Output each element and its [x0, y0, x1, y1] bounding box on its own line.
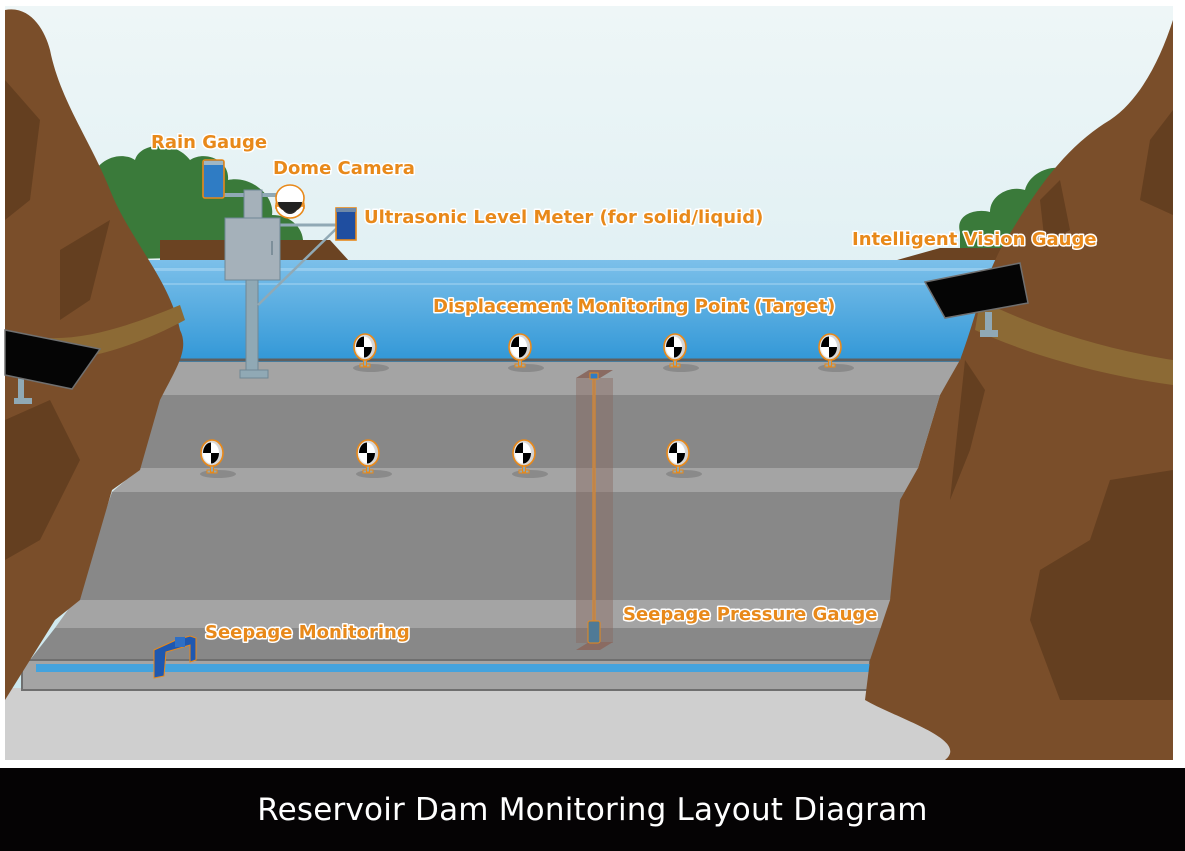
label-seepage-pressure-gauge: Seepage Pressure Gauge [623, 604, 877, 625]
diagram-title: Reservoir Dam Monitoring Layout Diagram [257, 791, 928, 828]
water-ripple [5, 283, 1173, 285]
water-ripple [5, 268, 1173, 271]
caption-bar: Reservoir Dam Monitoring Layout Diagram [0, 768, 1185, 851]
seepage-monitoring-device[interactable] [153, 635, 197, 679]
label-ultrasonic-level-meter: Ultrasonic Level Meter (for solid/liquid… [364, 207, 763, 228]
label-dome-camera: Dome Camera [273, 158, 415, 179]
monitoring-station [222, 189, 341, 379]
seepage-pressure-gauge-device[interactable] [576, 370, 613, 650]
label-displacement-monitoring-point: Displacement Monitoring Point (Target) [433, 296, 835, 317]
label-rain-gauge: Rain Gauge [151, 132, 267, 153]
vision-gauge-right[interactable] [923, 262, 1029, 337]
control-box [224, 217, 281, 281]
rain-gauge-device[interactable] [202, 159, 225, 199]
station-pole [245, 279, 259, 373]
seepage-channel [36, 664, 870, 672]
dam [21, 358, 960, 691]
dome-camera-device[interactable] [275, 184, 305, 219]
vision-gauge-left [4, 329, 102, 404]
rock-right [865, 20, 1173, 760]
ultrasonic-level-meter-device[interactable] [335, 207, 357, 241]
label-seepage-monitoring: Seepage Monitoring [205, 622, 410, 643]
label-intelligent-vision-gauge: Intelligent Vision Gauge [852, 229, 1097, 250]
